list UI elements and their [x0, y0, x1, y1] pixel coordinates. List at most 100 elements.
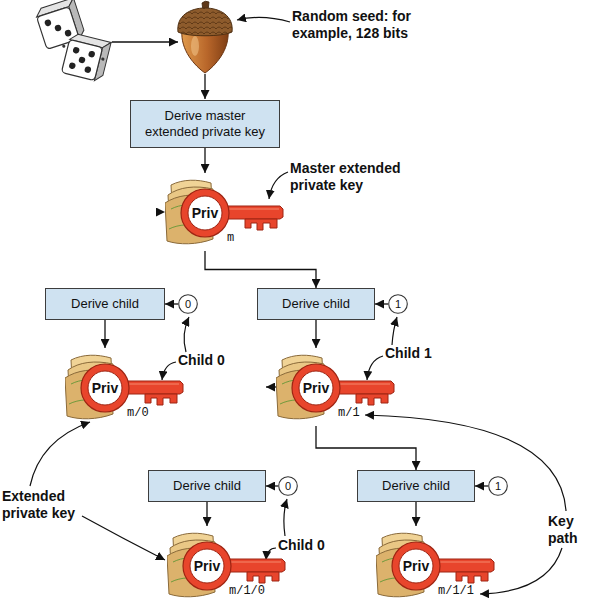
process-label: Derive child	[173, 478, 241, 494]
annotation-label: Random seed: for example, 128 bits	[292, 8, 432, 42]
child-index: 0	[178, 294, 198, 314]
index-circle-outline	[389, 295, 408, 314]
die-pip	[72, 46, 80, 54]
callout-label: Child 1	[385, 345, 455, 362]
extended-key: Privm/1/1	[376, 526, 496, 604]
key-shape	[165, 173, 285, 251]
key-shine	[338, 384, 390, 385]
flow-connector	[266, 485, 278, 486]
key-shape	[276, 348, 396, 426]
process-label: Derive child	[282, 296, 350, 312]
key-ring	[81, 364, 129, 412]
die-pip	[54, 24, 62, 32]
leader-line	[269, 172, 288, 199]
index-circle: 1	[388, 294, 408, 314]
flow-connector	[205, 251, 316, 288]
die-pip	[64, 29, 72, 37]
key-teeth	[145, 394, 177, 405]
acorn-highlight	[191, 36, 199, 56]
flow-connector	[375, 303, 388, 304]
index-circle: 1	[488, 476, 508, 496]
leader-line	[237, 17, 290, 22]
flow-connector	[415, 502, 416, 526]
die-pip	[88, 50, 96, 58]
die-pip	[78, 56, 86, 64]
annotation-label: Key path	[548, 513, 588, 547]
die-face	[61, 39, 102, 80]
extended-key: Privm/1/0	[167, 526, 287, 604]
leader-line	[392, 317, 397, 345]
leader-line	[30, 422, 90, 486]
index-circle: 0	[178, 294, 198, 314]
acorn-nut	[182, 30, 228, 73]
leader-line	[284, 499, 287, 536]
process-box: Derive child	[148, 470, 266, 502]
flow-connector	[165, 303, 178, 304]
callout-label: Child 0	[278, 537, 348, 554]
key-shaft	[225, 206, 283, 219]
key-shine	[229, 562, 281, 563]
extended-key: Priv m/1	[276, 348, 396, 426]
key-type: Priv	[81, 378, 129, 398]
key-shaft	[336, 381, 394, 394]
key-shine	[127, 384, 179, 385]
flow-connector	[316, 426, 416, 470]
key-path: m/1	[338, 406, 360, 421]
process-label: Derive child	[382, 478, 450, 494]
die-pip	[62, 44, 66, 48]
flow-connector	[475, 485, 488, 486]
leader-line	[82, 516, 165, 560]
key-teeth	[356, 394, 388, 405]
key-shape	[376, 526, 496, 604]
key-shine	[227, 209, 279, 210]
process-box: Derive child	[257, 288, 375, 320]
process-box: Derive master extended private key	[130, 100, 280, 148]
key-path: m/1/1	[438, 584, 474, 599]
key-path: m/1/0	[229, 584, 265, 599]
key-ring	[181, 189, 229, 237]
acorn-cap	[178, 8, 232, 36]
process-label: Derive child	[71, 296, 139, 312]
key-shaft	[125, 381, 183, 394]
flow-connector	[206, 502, 207, 526]
annotation-label: Master extended private key	[290, 160, 420, 194]
index-circle-outline	[489, 477, 508, 496]
child-index: 1	[388, 294, 408, 314]
key-ring	[183, 542, 231, 590]
flow-arrow	[112, 41, 178, 42]
key-path: m	[227, 231, 234, 246]
key-ring	[292, 364, 340, 412]
key-teeth	[456, 572, 488, 583]
child-index: 0	[278, 476, 298, 496]
index-circle: 0	[278, 476, 298, 496]
die-pip	[68, 62, 76, 70]
die	[56, 31, 111, 82]
flow-connector	[266, 386, 276, 387]
index-circle-outline	[179, 295, 198, 314]
index-circle-outline	[279, 477, 298, 496]
process-box: Derive child	[357, 470, 475, 502]
process-label: Derive master extended private key	[137, 108, 273, 139]
key-type: Priv	[292, 378, 340, 398]
leader-line	[266, 548, 276, 560]
process-box: Derive child	[45, 288, 165, 320]
leader-line	[184, 317, 189, 352]
die-pip	[44, 19, 52, 27]
key-teeth	[247, 572, 279, 583]
flow-connector	[204, 148, 205, 173]
leader-line	[162, 362, 176, 380]
extended-key: Priv m/0	[65, 348, 185, 426]
die-pip	[101, 57, 105, 61]
flow-connector	[315, 320, 316, 348]
annotation-label: Extended private key	[2, 488, 92, 522]
key-shine	[438, 562, 490, 563]
leader-line	[367, 356, 383, 380]
key-path: m/0	[127, 406, 149, 421]
acorn-seed	[178, 1, 232, 73]
child-index: 1	[488, 476, 508, 496]
key-teeth	[245, 219, 277, 230]
die-pip	[84, 66, 92, 74]
key-ring	[392, 542, 440, 590]
flow-arrow	[204, 74, 205, 99]
